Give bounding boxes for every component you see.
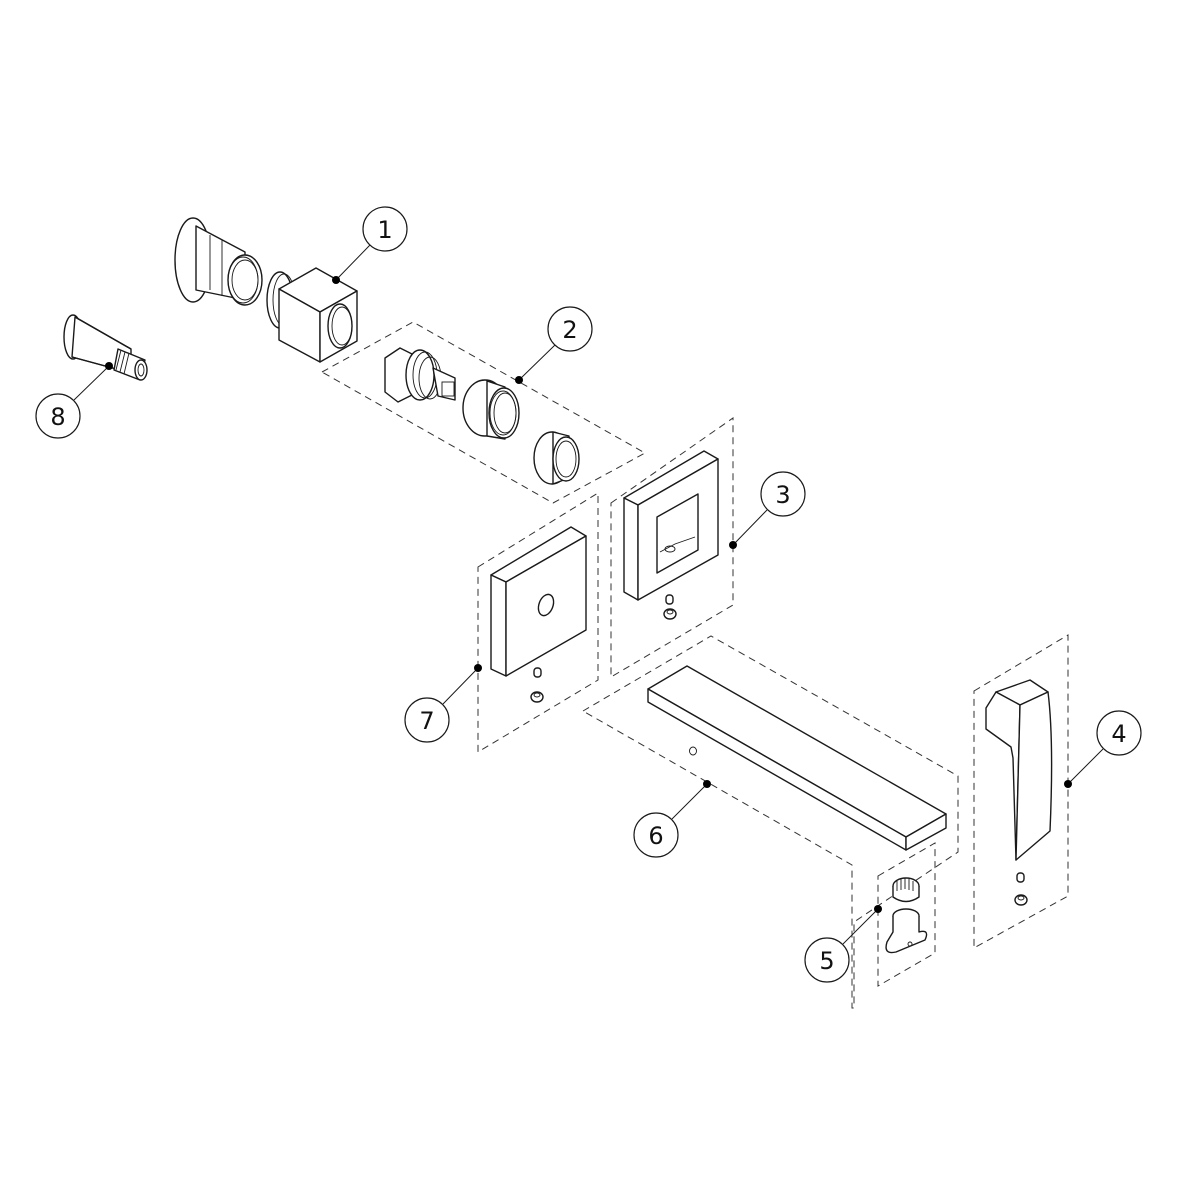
part-7-cover-plate — [490, 526, 587, 703]
callout-5: 5 — [804, 905, 882, 983]
callout-7: 7 — [404, 664, 482, 743]
callout-number-6: 6 — [648, 822, 663, 850]
callout-bubble-5 — [804, 937, 850, 983]
group-box-7 — [477, 492, 599, 753]
group-box-4 — [973, 634, 1069, 949]
callout-bubble-2 — [547, 306, 593, 352]
callout-number-4: 4 — [1111, 720, 1126, 748]
callout-number-7: 7 — [419, 707, 434, 735]
callout-bubble-4 — [1096, 710, 1142, 756]
callout-number-1: 1 — [377, 216, 392, 244]
callout-bubble-3 — [760, 471, 806, 517]
callout-number-3: 3 — [775, 481, 790, 509]
part-5-aerator — [892, 877, 920, 903]
callout-6: 6 — [633, 780, 711, 858]
part-5-aerator-holder — [885, 908, 928, 954]
part-6-flat-spout — [647, 665, 947, 851]
callout-number-2: 2 — [562, 316, 577, 344]
callout-number-8: 8 — [50, 403, 65, 431]
part-2-sleeve — [533, 431, 580, 485]
part-4-lever-handle — [985, 679, 1053, 906]
callout-1: 1 — [332, 206, 408, 284]
group-box-3 — [610, 417, 734, 678]
part-1-valve-body — [266, 267, 358, 363]
callout-bubble-7 — [404, 697, 450, 743]
callout-number-5: 5 — [819, 947, 834, 975]
callout-3: 3 — [729, 471, 806, 549]
callout-bubble-6 — [633, 812, 679, 858]
group-box-6 — [582, 635, 959, 1009]
callout-bubble-1 — [362, 206, 408, 252]
part-2-cartridge — [384, 347, 456, 403]
part-8-connector-pipe — [63, 314, 148, 381]
callout-2: 2 — [515, 306, 593, 384]
part-1-wall-flange — [174, 217, 263, 306]
callout-4: 4 — [1064, 710, 1142, 788]
callout-bubble-8 — [35, 393, 81, 439]
group-box-5 — [877, 842, 936, 987]
part-2-retaining-nut — [462, 379, 520, 440]
part-3-frame-plate — [623, 450, 719, 620]
callout-8: 8 — [35, 362, 113, 439]
